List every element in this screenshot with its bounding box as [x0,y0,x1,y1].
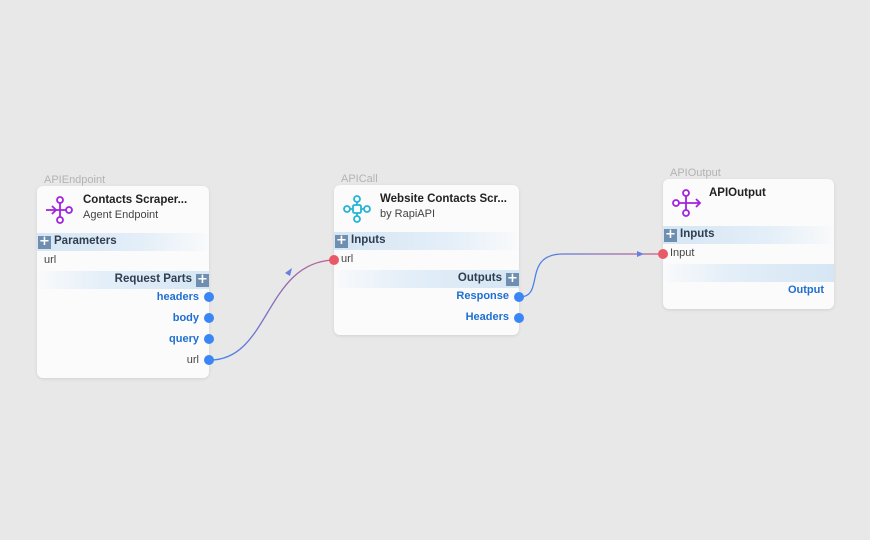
output-port-headers[interactable] [514,313,524,323]
request-parts-label: Request Parts [114,273,192,285]
parameters-section [37,233,209,251]
output-headers: Headers [465,311,509,323]
inputs-section [663,226,834,244]
request-parts-section [37,271,209,289]
output-port-headers[interactable] [204,292,214,302]
output-headers: headers [156,291,199,303]
node-header[interactable]: APIOutput [663,179,834,227]
outputs-section [663,264,834,282]
connection-response-to-input[interactable] [519,253,663,298]
output-output: Output [787,284,824,296]
node-subtitle: Agent Endpoint [83,209,159,221]
add-output-button[interactable]: + [506,271,519,286]
outputs-label: Outputs [457,272,502,284]
inputs-label: Inputs [680,228,715,240]
output-response: Response [456,290,509,302]
agent-endpoint-icon [46,196,73,224]
node-type-label: APICall [341,173,378,185]
input-port-input[interactable] [658,249,668,259]
api-output-node[interactable]: APIOutput + Inputs Input Output [658,179,834,309]
node-header[interactable]: Website Contacts Scr... by RapiAPI [334,185,519,233]
input-url: url [341,253,354,265]
add-input-button[interactable]: + [335,233,348,248]
input-input: Input [670,247,695,259]
output-port-query[interactable] [204,334,214,344]
output-port-body[interactable] [204,313,214,323]
add-input-button[interactable]: + [664,227,677,242]
output-port-response[interactable] [514,292,524,302]
node-title: Contacts Scraper... [83,194,188,206]
input-port-url[interactable] [329,255,339,265]
node-title: APIOutput [709,187,766,199]
outputs-section [334,270,519,288]
output-port-url[interactable] [204,355,214,365]
wire-arrow-2 [637,251,644,257]
api-endpoint-node[interactable]: Contacts Scraper... Agent Endpoint + Par… [37,186,214,378]
inputs-label: Inputs [351,234,386,246]
api-call-node[interactable]: Website Contacts Scr... by RapiAPI + Inp… [329,185,524,335]
output-query: query [169,333,199,345]
api-call-icon [343,195,371,223]
parameter-url[interactable]: url [44,254,57,266]
api-output-icon [672,189,702,217]
node-type-label: APIEndpoint [44,174,106,186]
output-url: url [186,354,199,366]
wire-arrow-1 [285,268,292,276]
add-request-part-button[interactable]: + [196,272,209,287]
node-subtitle: by RapiAPI [380,208,436,220]
connection-url-to-url[interactable] [209,259,335,361]
output-body: body [172,312,199,324]
inputs-section [334,232,519,250]
node-title: Website Contacts Scr... [380,193,507,205]
node-header[interactable]: Contacts Scraper... Agent Endpoint [37,186,209,234]
node-type-label: APIOutput [670,167,721,179]
add-parameter-button[interactable]: + [38,234,51,249]
parameters-label: Parameters [54,235,117,247]
